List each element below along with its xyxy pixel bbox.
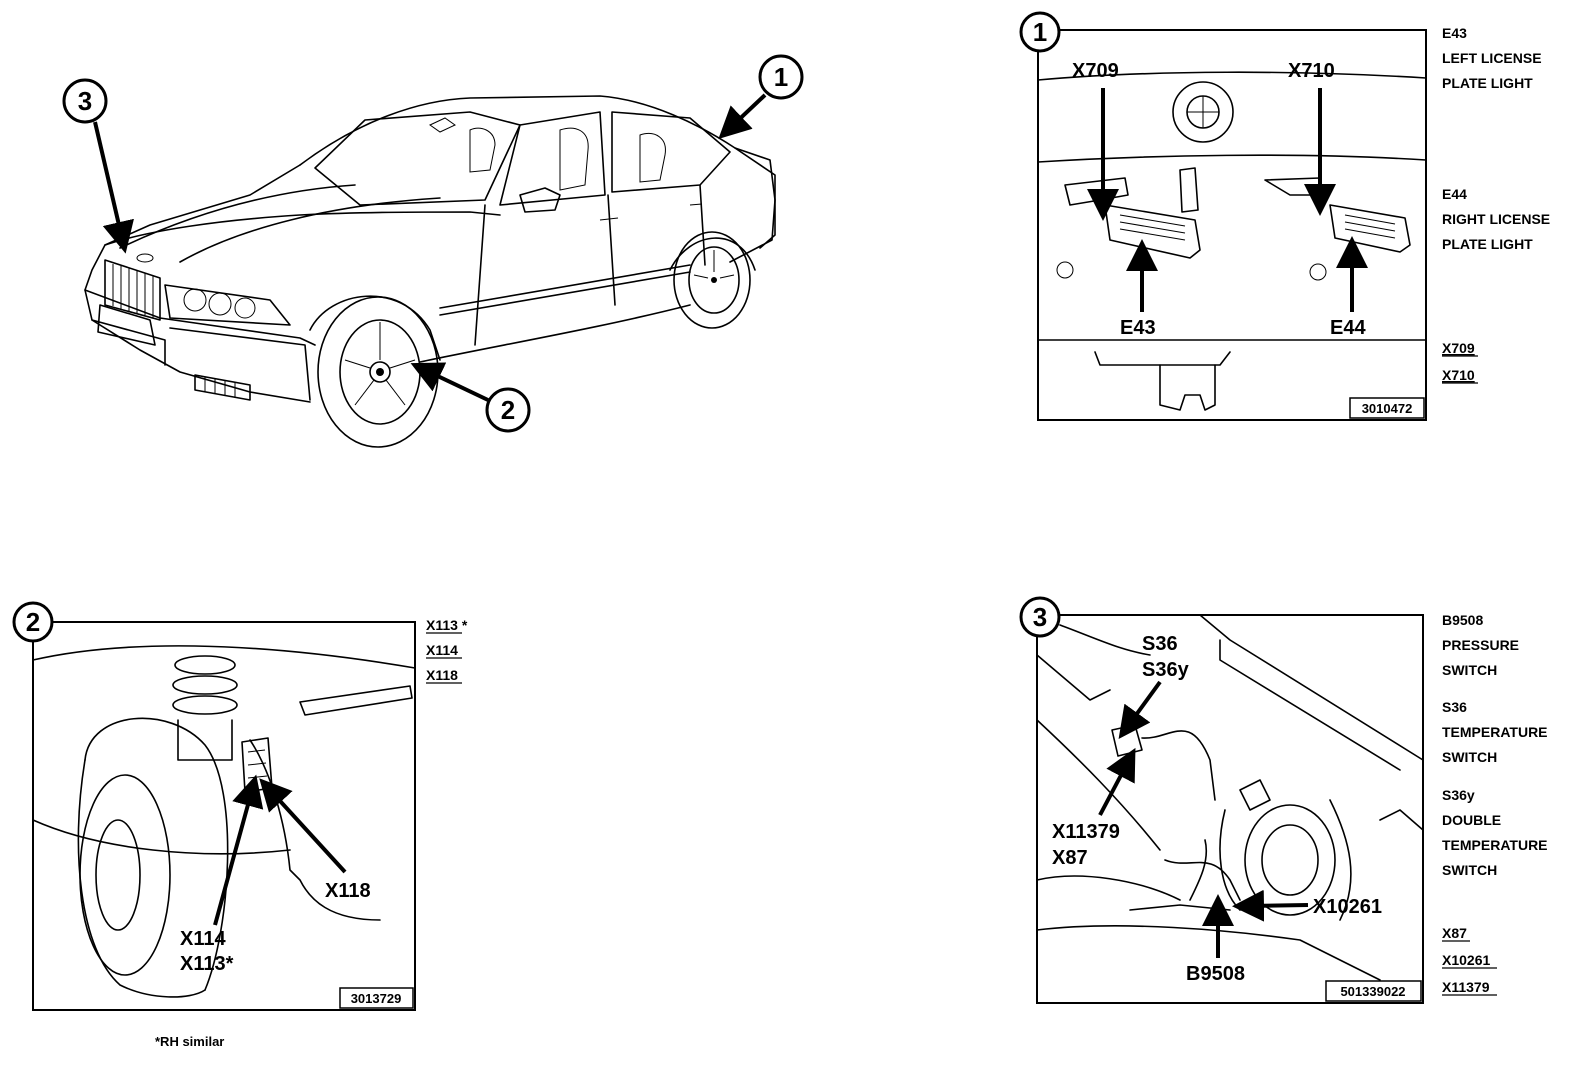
- label-x118: X118: [325, 880, 371, 902]
- label-x11379: X11379: [1052, 821, 1120, 843]
- figure-code-3013729: 3013729: [351, 991, 402, 1006]
- label-x10261: X10261: [1313, 896, 1382, 918]
- legend-s36y-desc-2: TEMPERATURE: [1442, 837, 1548, 853]
- legend-conn-x114: X114: [426, 642, 458, 658]
- legend-conn-x118: X118: [426, 667, 458, 683]
- legend-e44-desc-1: RIGHT LICENSE: [1442, 211, 1550, 227]
- legend-s36-code: S36: [1442, 699, 1467, 715]
- legend-s36y-desc-3: SWITCH: [1442, 862, 1497, 878]
- callout-3-number: 3: [78, 86, 92, 116]
- legend-e44-code: E44: [1442, 186, 1467, 202]
- label-b9508: B9508: [1186, 963, 1245, 985]
- legend-b9508-code: B9508: [1442, 612, 1483, 628]
- callout-2: 2: [410, 362, 531, 433]
- label-x114: X114: [180, 928, 226, 950]
- detail-2-wheel-arch: X118 X114 X113* 3013729 2: [12, 601, 416, 1011]
- detail-3-legend: B9508 PRESSURE SWITCH S36 TEMPERATURE SW…: [1442, 612, 1548, 996]
- callout-3: 3: [62, 78, 134, 254]
- detail-2-legend: X113 * X114 X118: [426, 617, 468, 684]
- legend-s36y-code: S36y: [1442, 787, 1475, 803]
- callout-1: 1: [718, 54, 804, 139]
- legend-b9508-desc-2: SWITCH: [1442, 662, 1497, 678]
- detail-3-callout-number: 3: [1033, 602, 1047, 632]
- legend-e43-desc-1: LEFT LICENSE: [1442, 50, 1542, 66]
- car-overview-illustration: [84, 95, 776, 448]
- label-x709: X709: [1072, 60, 1119, 82]
- legend-b9508-desc-1: PRESSURE: [1442, 637, 1519, 653]
- label-x710: X710: [1288, 60, 1335, 82]
- label-x87: X87: [1052, 847, 1088, 869]
- note-rh-similar: *RH similar: [155, 1034, 224, 1049]
- detail-1-legend: E43 LEFT LICENSE PLATE LIGHT E44 RIGHT L…: [1442, 25, 1550, 384]
- detail-1-license-plate-lights: X709 X710 E43 E44 3010472 1: [1019, 11, 1427, 421]
- label-s36y: S36y: [1142, 659, 1190, 681]
- detail-2-callout-number: 2: [26, 607, 40, 637]
- legend-s36-desc-2: SWITCH: [1442, 749, 1497, 765]
- legend-conn-x11379: X11379: [1442, 979, 1490, 995]
- detail-1-callout-number: 1: [1033, 17, 1047, 47]
- callout-2-number: 2: [501, 395, 515, 425]
- callout-1-number: 1: [774, 62, 788, 92]
- label-s36: S36: [1142, 633, 1178, 655]
- label-x113: X113*: [180, 953, 234, 975]
- figure-code-501339022: 501339022: [1340, 984, 1405, 999]
- detail-3-engine-bay: S36 S36y X11379 X87 X10261 B9508 5013390…: [1019, 596, 1424, 1004]
- legend-conn-x87: X87: [1442, 925, 1467, 941]
- legend-e43-code: E43: [1442, 25, 1467, 41]
- legend-conn-x709: X709: [1442, 340, 1475, 356]
- label-e44: E44: [1330, 317, 1366, 339]
- legend-e44-desc-2: PLATE LIGHT: [1442, 236, 1533, 252]
- label-e43: E43: [1120, 317, 1156, 339]
- legend-conn-x710: X710: [1442, 367, 1475, 383]
- legend-conn-x10261: X10261: [1442, 952, 1490, 968]
- legend-s36-desc-1: TEMPERATURE: [1442, 724, 1548, 740]
- legend-s36y-desc-1: DOUBLE: [1442, 812, 1501, 828]
- figure-code-3010472: 3010472: [1362, 401, 1413, 416]
- legend-conn-x113: X113 *: [426, 617, 468, 633]
- legend-e43-desc-2: PLATE LIGHT: [1442, 75, 1533, 91]
